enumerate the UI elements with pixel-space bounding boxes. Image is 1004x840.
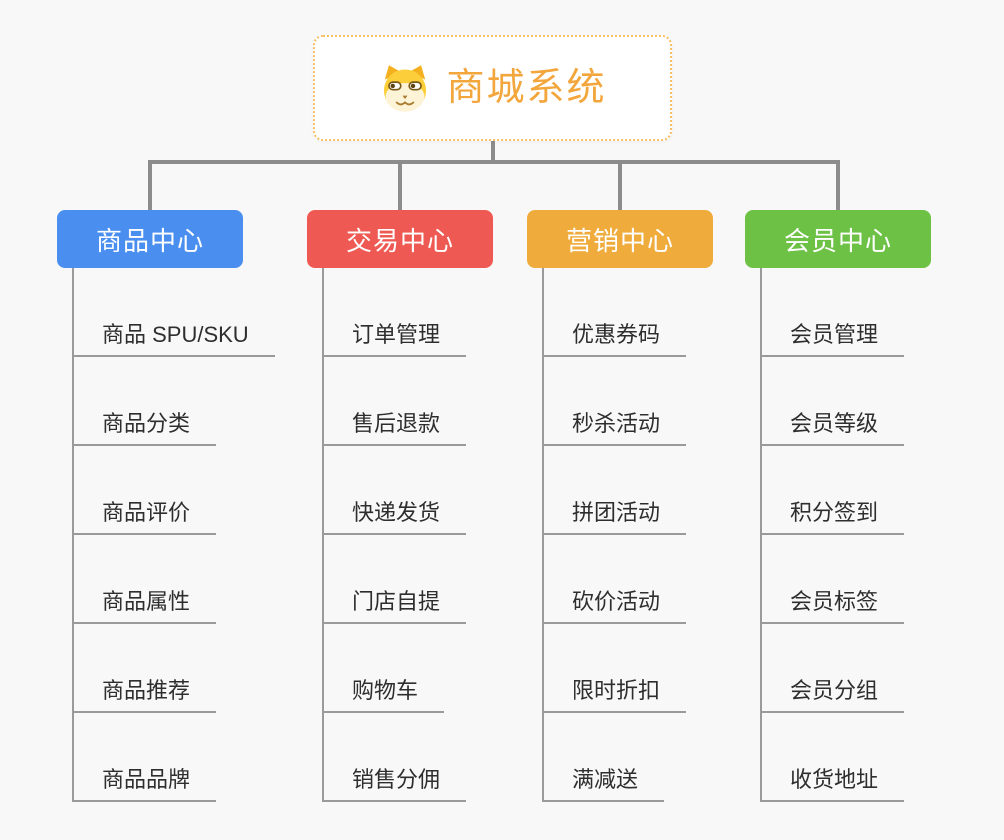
leaf-node[interactable]: 售后退款 [322,357,467,446]
branch-label: 商品中心 [95,225,204,256]
leaf-label: 购物车 [352,678,419,703]
leaf-node[interactable]: 会员标签 [760,535,905,624]
root-title: 商城系统 [446,67,607,109]
root-node[interactable]: 商城系统 [313,35,672,141]
leaf-label: 会员分组 [790,678,879,703]
branch-label: 交易中心 [345,225,454,256]
branch-column-1: 交易中心 订单管理 售后退款 快递发货 门店自提 购物车 销售分佣 [307,210,547,802]
leaf-label: 积分签到 [790,500,879,525]
leaf-node[interactable]: 商品属性 [72,535,217,624]
leaf-node[interactable]: 积分签到 [760,446,905,535]
leaf-label: 商品推荐 [102,678,191,703]
leaf-label: 秒杀活动 [572,411,661,436]
dog-face-icon [384,65,427,112]
leaf-node[interactable]: 会员分组 [760,624,905,713]
leaf-node[interactable]: 销售分佣 [322,713,467,802]
leaf-label: 销售分佣 [352,767,441,792]
leaf-node[interactable]: 限时折扣 [542,624,687,713]
branch-label: 会员中心 [783,225,892,256]
branch-header-0[interactable]: 商品中心 [57,210,243,268]
leaf-label: 满减送 [572,767,639,792]
leaf-label: 会员标签 [790,589,879,614]
leaf-node[interactable]: 会员管理 [760,268,905,357]
leaf-node[interactable]: 优惠券码 [542,268,687,357]
leaf-node[interactable]: 商品品牌 [72,713,217,802]
branch-header-3[interactable]: 会员中心 [745,210,931,268]
leaf-node[interactable]: 收货地址 [760,713,905,802]
leaf-label: 快递发货 [352,500,441,525]
branch-column-0: 商品中心 商品 SPU/SKU 商品分类 商品评价 商品属性 商品推荐 商品品牌 [57,210,297,802]
leaf-node[interactable]: 拼团活动 [542,446,687,535]
branch-column-2: 营销中心 优惠券码 秒杀活动 拼团活动 砍价活动 限时折扣 满减送 [527,210,767,802]
branch-column-3: 会员中心 会员管理 会员等级 积分签到 会员标签 会员分组 收货地址 [745,210,985,802]
leaf-node[interactable]: 商品 SPU/SKU [72,268,275,357]
leaf-node[interactable]: 会员等级 [760,357,905,446]
leaf-node[interactable]: 订单管理 [322,268,467,357]
leaf-label: 商品品牌 [102,767,191,792]
leaf-label: 订单管理 [352,322,441,347]
leaf-label: 商品分类 [102,411,191,436]
leaf-label: 会员等级 [790,411,879,436]
leaf-label: 收货地址 [790,767,879,792]
leaf-node[interactable]: 满减送 [542,713,665,802]
leaf-node[interactable]: 秒杀活动 [542,357,687,446]
leaf-label: 商品属性 [102,589,191,614]
leaf-node[interactable]: 购物车 [322,624,445,713]
leaf-node[interactable]: 快递发货 [322,446,467,535]
leaf-node[interactable]: 门店自提 [322,535,467,624]
leaf-label: 砍价活动 [572,589,661,614]
leaf-label: 限时折扣 [572,678,661,703]
leaf-label: 拼团活动 [572,500,661,525]
leaf-label: 门店自提 [352,589,441,614]
leaf-node[interactable]: 砍价活动 [542,535,687,624]
branch-header-2[interactable]: 营销中心 [527,210,713,268]
leaf-node[interactable]: 商品分类 [72,357,217,446]
leaf-label: 售后退款 [352,411,441,436]
branch-header-1[interactable]: 交易中心 [307,210,493,268]
leaf-node[interactable]: 商品推荐 [72,624,217,713]
leaf-label: 会员管理 [790,322,879,347]
leaf-node[interactable]: 商品评价 [72,446,217,535]
leaf-label: 商品评价 [102,500,191,525]
leaf-label: 商品 SPU/SKU [102,322,249,347]
branch-label: 营销中心 [565,225,674,256]
leaf-label: 优惠券码 [572,322,661,347]
